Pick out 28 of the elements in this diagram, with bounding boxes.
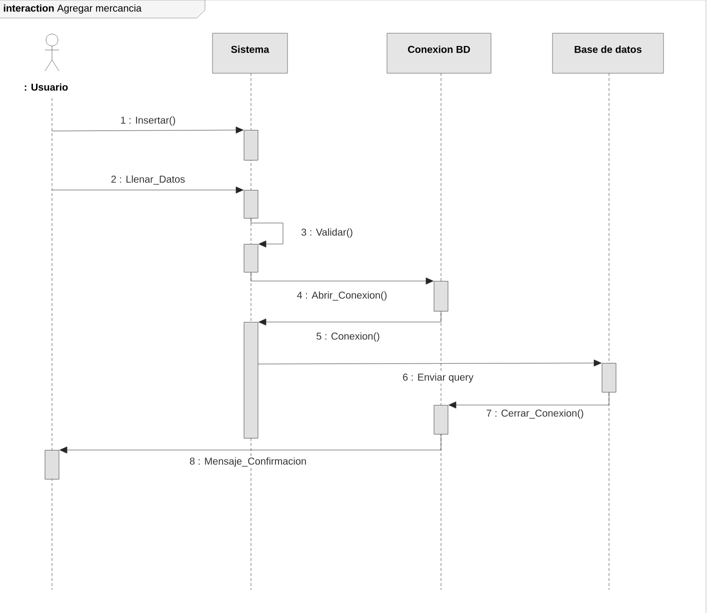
message-arrow	[448, 392, 610, 408]
message-arrow	[60, 434, 442, 454]
edge-label: 3 : Validar()	[300, 227, 354, 239]
message-arrow	[52, 186, 244, 194]
lifeline-box: Sistema	[212, 33, 288, 74]
activation-bar	[244, 190, 258, 218]
message-arrow	[258, 360, 602, 366]
edge-label: 5 : Conexion()	[315, 331, 381, 343]
edge-label: 2 : Llenar_Datos	[110, 174, 186, 186]
edge-label: 4 : Abrir_Conexion()	[296, 290, 388, 302]
edge-label: 8 : Mensaje_Confirmacion	[188, 456, 308, 468]
lifeline-box: Base de datos	[552, 33, 664, 74]
activation-bar	[244, 322, 258, 438]
activation-bar	[434, 405, 448, 434]
message-arrow	[258, 311, 442, 326]
activation-bar	[434, 281, 448, 312]
activation-bar	[244, 130, 258, 160]
edge-label: 6 : Enviar query	[402, 372, 474, 384]
message-arrow	[250, 218, 284, 248]
actor: : Usuario	[24, 34, 68, 590]
lifeline-box: Conexion BD	[386, 33, 492, 74]
activation-bar	[244, 244, 258, 272]
message-arrow	[52, 126, 244, 134]
edge-label: 7 : Cerrar_Conexion()	[485, 408, 585, 420]
activation-bar	[602, 363, 616, 392]
message-arrow	[250, 272, 434, 284]
node-label: : Usuario	[24, 83, 68, 91]
frame-tab: interaction Agregar mercancia	[0, 0, 206, 18]
